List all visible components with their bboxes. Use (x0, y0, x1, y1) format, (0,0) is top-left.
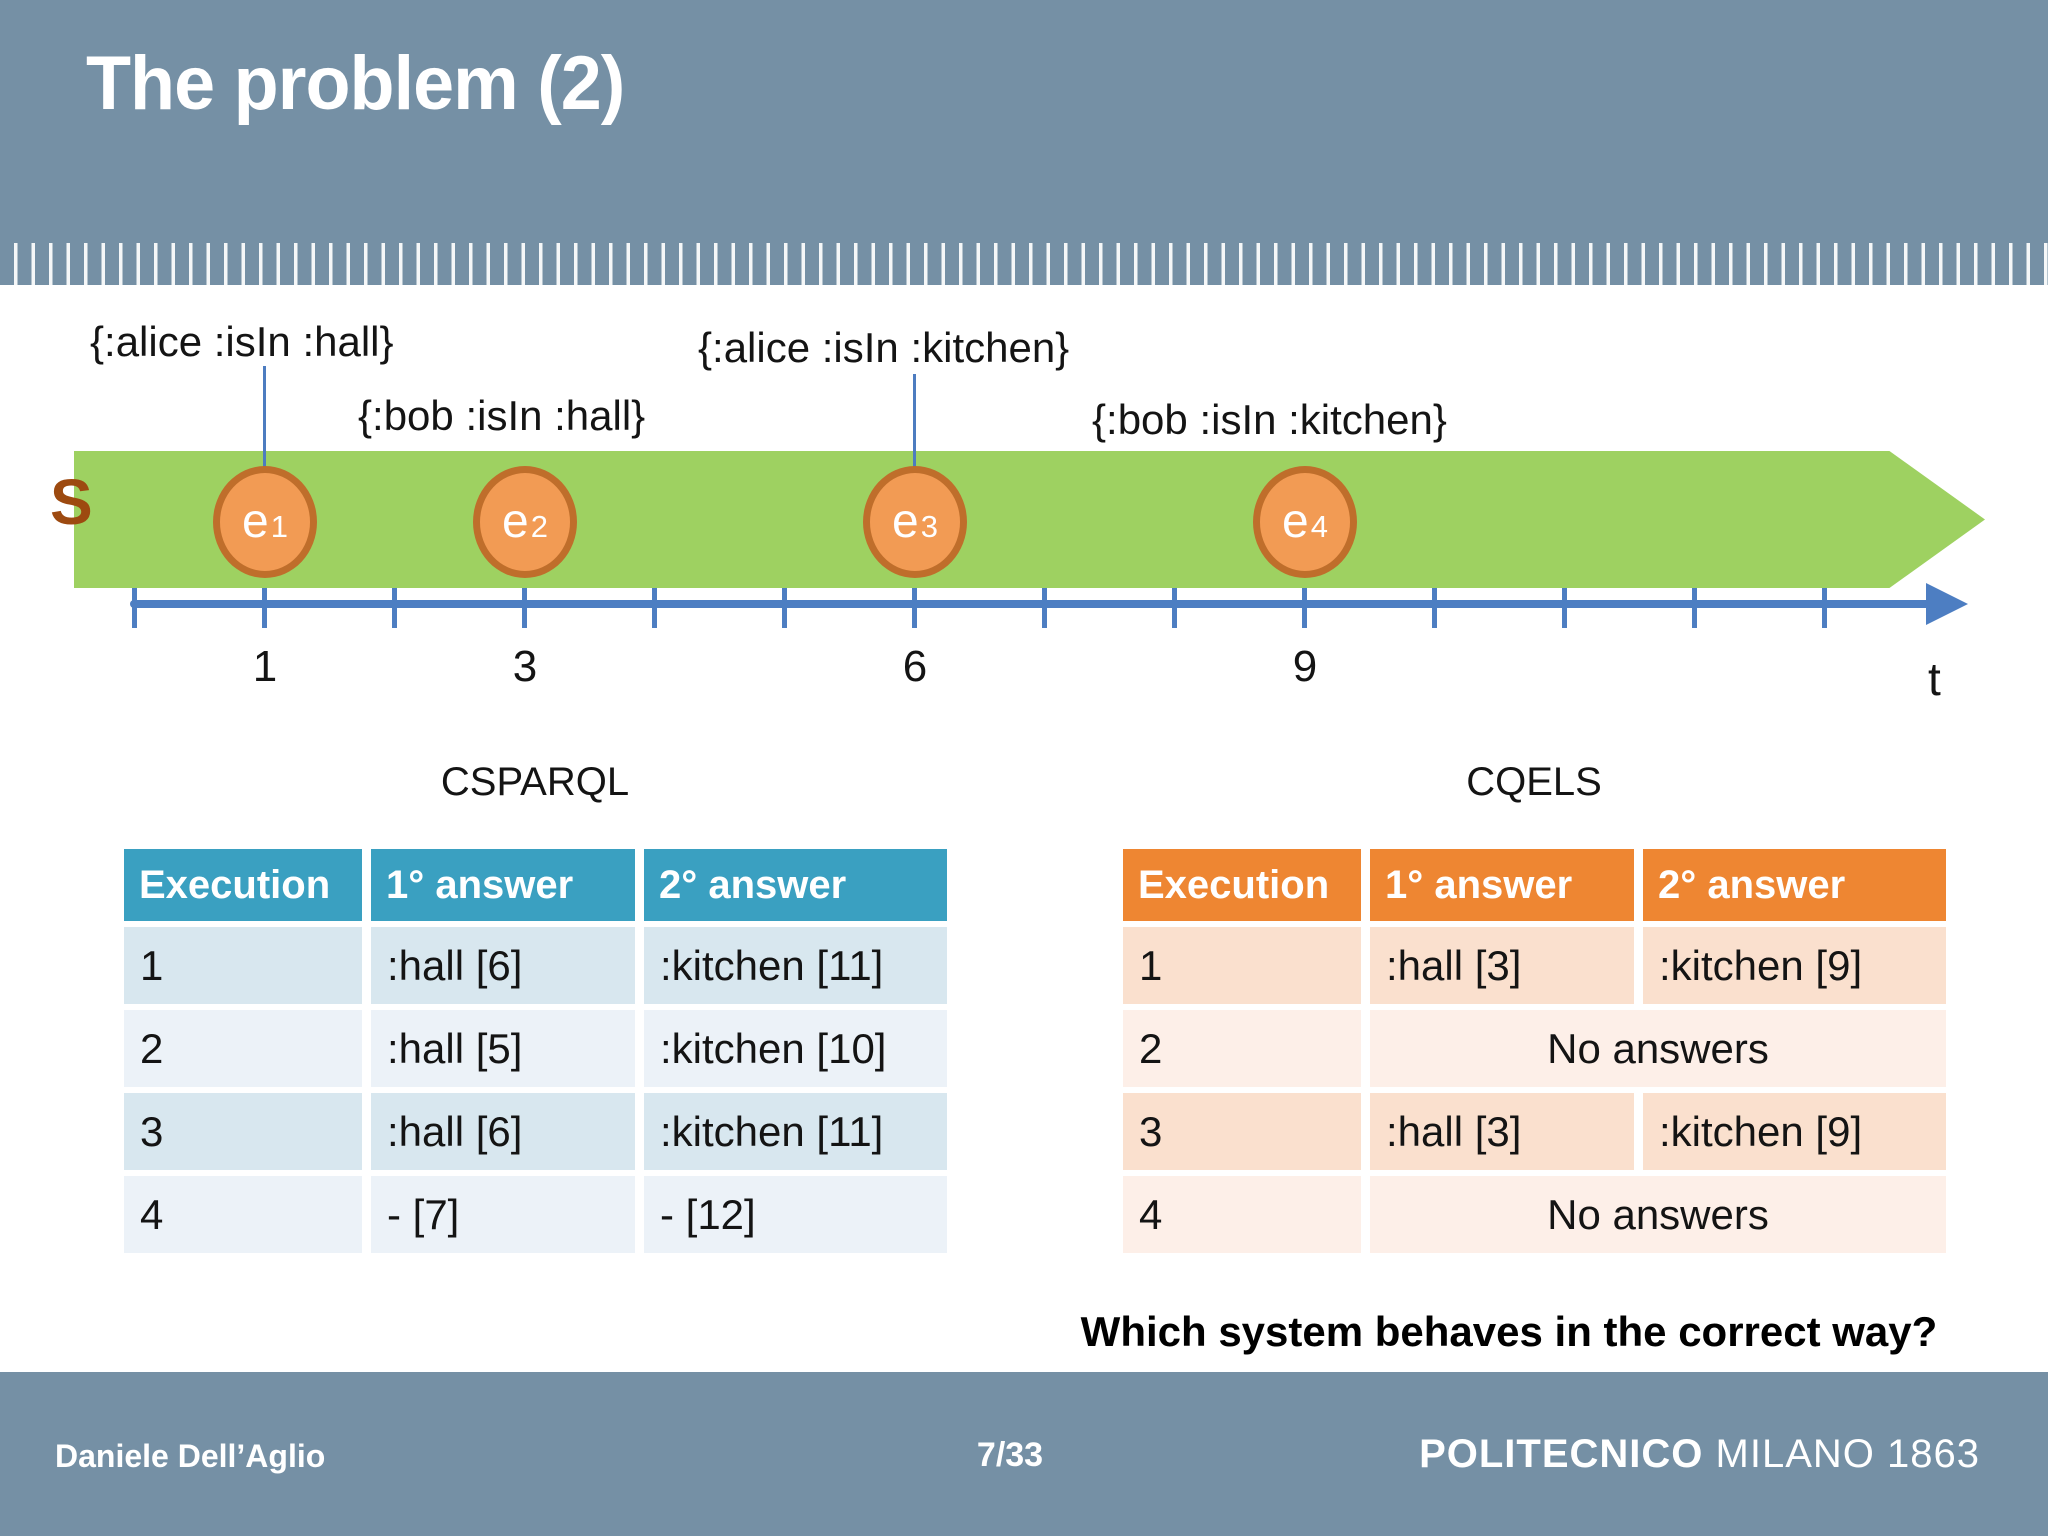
cqels-cell-r4-noanswers: No answers (1370, 1176, 1946, 1253)
axis-tick-label-3: 3 (512, 642, 538, 691)
axis-tick-label-6: 6 (902, 642, 928, 691)
page-title: The problem (2) (86, 41, 625, 126)
cqels-header-execution: Execution (1123, 849, 1361, 921)
annotation-bob-hall: {:bob :isIn :hall} (358, 392, 646, 439)
axis-tick-label-9: 9 (1292, 642, 1318, 691)
cqels-table-title: CQELS (1466, 760, 1602, 804)
header-band (0, 0, 2048, 243)
cqels-cell-r1-answer2: :kitchen [9] (1643, 927, 1946, 1004)
page-number: 7/33 (976, 1436, 1044, 1474)
cqels-cell-r3-execution: 3 (1123, 1093, 1361, 1170)
csparql-cell-r1-answer1: :hall [6] (371, 927, 635, 1004)
csparql-cell-r1-answer2: :kitchen [11] (644, 927, 947, 1004)
csparql-header-answer1: 1° answer (371, 849, 635, 921)
csparql-cell-r4-answer2: - [12] (644, 1176, 947, 1253)
axis-tick-label-1: 1 (252, 642, 278, 691)
csparql-cell-r3-execution: 3 (124, 1093, 362, 1170)
cqels-header-answer1: 1° answer (1370, 849, 1634, 921)
connector-line-e3 (913, 374, 916, 470)
cqels-table: Execution 1° answer 2° answer 1 :hall [3… (1123, 849, 1946, 1253)
csparql-header-answer2: 2° answer (644, 849, 947, 921)
footer-band: Daniele Dell’Aglio 7/33 POLITECNICO MILA… (0, 1372, 2048, 1536)
axis-label-t: t (1928, 653, 1941, 705)
cqels-cell-r1-execution: 1 (1123, 927, 1361, 1004)
cqels-cell-r1-answer1: :hall [3] (1370, 927, 1634, 1004)
cqels-cell-r2-noanswers: No answers (1370, 1010, 1946, 1087)
decorative-tick-strip (0, 243, 2048, 285)
connector-line-e1 (263, 366, 266, 470)
csparql-cell-r2-answer1: :hall [5] (371, 1010, 635, 1087)
question-text: Which system behaves in the correct way? (1080, 1308, 1938, 1355)
csparql-cell-r4-answer1: - [7] (371, 1176, 635, 1253)
csparql-cell-r2-answer2: :kitchen [10] (644, 1010, 947, 1087)
csparql-cell-r3-answer1: :hall [6] (371, 1093, 635, 1170)
stream-arrow (74, 451, 1985, 588)
cqels-header-answer2: 2° answer (1643, 849, 1946, 921)
csparql-cell-r1-execution: 1 (124, 927, 362, 1004)
cqels-cell-r3-answer1: :hall [3] (1370, 1093, 1634, 1170)
time-axis-arrowhead-icon (1926, 583, 1968, 625)
cqels-cell-r2-execution: 2 (1123, 1010, 1361, 1087)
stream-label: S (50, 466, 93, 538)
cqels-cell-r4-execution: 4 (1123, 1176, 1361, 1253)
politecnico-logo: POLITECNICO MILANO 1863 (1419, 1432, 1980, 1476)
csparql-cell-r2-execution: 2 (124, 1010, 362, 1087)
annotation-bob-kitchen: {:bob :isIn :kitchen} (1092, 396, 1447, 443)
csparql-cell-r4-execution: 4 (124, 1176, 362, 1253)
annotation-alice-hall: {:alice :isIn :hall} (90, 318, 394, 365)
annotation-alice-kitchen: {:alice :isIn :kitchen} (698, 324, 1070, 371)
cqels-cell-r3-answer2: :kitchen [9] (1643, 1093, 1946, 1170)
time-axis-ticks (132, 584, 1832, 628)
csparql-header-execution: Execution (124, 849, 362, 921)
csparql-table: Execution 1° answer 2° answer 1 :hall [6… (124, 849, 947, 1253)
csparql-cell-r3-answer2: :kitchen [11] (644, 1093, 947, 1170)
author-name: Daniele Dell’Aglio (55, 1438, 326, 1474)
csparql-table-title: CSPARQL (440, 760, 630, 804)
